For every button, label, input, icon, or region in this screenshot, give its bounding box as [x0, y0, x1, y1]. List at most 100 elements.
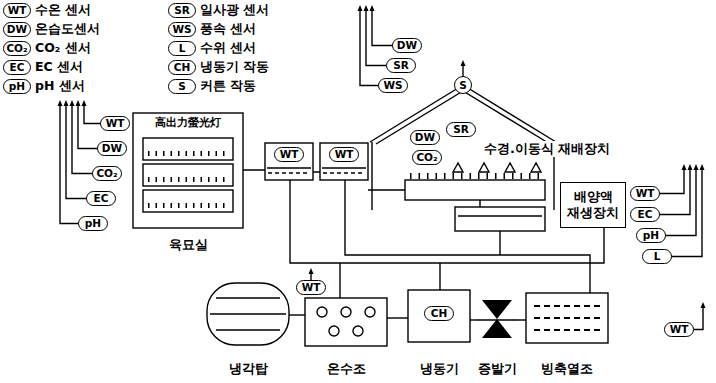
legend-text: 온습도센서: [35, 21, 100, 37]
symbol-code: L: [179, 43, 186, 54]
node-text: SR: [393, 60, 409, 71]
arrowheads: [58, 5, 706, 338]
sensor-badge: L: [642, 249, 672, 264]
refrigerator-badge: CH: [424, 306, 454, 321]
sensor-badge: DW: [392, 38, 422, 53]
nursery-room: 高出力螢光灯육묘실: [133, 113, 243, 253]
arrowhead: [461, 60, 466, 66]
arrowhead: [701, 302, 706, 308]
greenhouse-roof: [376, 91, 550, 144]
pipe-connector: [518, 319, 526, 320]
pipe: [340, 231, 500, 298]
node-text: CO₂: [416, 152, 437, 163]
node-text: WT: [302, 282, 321, 293]
node-text: DW: [397, 40, 417, 51]
legend-symbol: WT: [3, 3, 31, 18]
legend-text: 수위 센서: [200, 40, 256, 56]
water-tank: [265, 143, 313, 180]
symbol-code: EC: [10, 62, 25, 73]
nutrient-tank: [455, 207, 545, 231]
sensor-badge: EC: [86, 191, 116, 206]
legend-symbol: CH: [168, 60, 196, 75]
symbol-code: pH: [9, 81, 25, 92]
pipe: [290, 180, 604, 263]
sensor-badge: CO₂: [412, 150, 442, 165]
hot-water-tank-body: [305, 298, 387, 346]
node-text: EC: [94, 193, 109, 204]
legend-text: 일사광 센서: [200, 2, 269, 18]
plants: [410, 173, 540, 179]
refrigerator-body: [408, 290, 470, 342]
evaporator-fan: [482, 300, 512, 338]
evaporator: 증발기: [476, 296, 518, 377]
node-text: WT: [636, 188, 655, 199]
sensor-badge: WT: [100, 116, 130, 131]
sprinkler: [453, 163, 541, 172]
sensor-badge: WS: [378, 78, 408, 93]
sensor-badge: EC: [630, 207, 660, 222]
sensor-badge: pH: [636, 228, 666, 243]
ice-storage-body: [526, 293, 608, 343]
node-text: 배양액 재생장치: [565, 189, 621, 221]
legend-symbol: pH: [3, 79, 31, 94]
equipment-label: 온수조: [327, 361, 366, 377]
node-text: pH: [85, 218, 101, 229]
legend-symbol: S: [168, 79, 196, 94]
heater-coil: [317, 307, 327, 317]
node-text: EC: [638, 209, 653, 220]
legend-text: pH 센서: [35, 78, 85, 94]
shelf: [143, 138, 233, 160]
node-text: WT: [670, 324, 689, 335]
legend-symbol: CO₂: [3, 41, 31, 56]
seedlings: [148, 177, 228, 182]
legend-symbol: SR: [168, 3, 196, 18]
node-text: L: [654, 251, 661, 262]
legend-symbol: EC: [3, 60, 31, 75]
water-tank: [320, 143, 368, 180]
arrowhead: [358, 5, 375, 11]
node-text: WT: [280, 149, 299, 160]
sensor-badge: SR: [386, 58, 416, 73]
node-text: WS: [383, 80, 402, 91]
legend-symbol: L: [168, 41, 196, 56]
ice-storage-tank: 빙축열조: [526, 293, 608, 377]
symbol-code: S: [178, 81, 186, 92]
arrowhead: [682, 164, 705, 170]
seedlings: [148, 151, 228, 156]
heater-coil: [341, 307, 351, 317]
pipe: [345, 180, 590, 293]
legend-text: 수온 센서: [35, 2, 91, 18]
equipment-label: 냉동기: [420, 361, 459, 377]
line-art: [60, 11, 703, 346]
symbol-code: DW: [7, 24, 27, 35]
arrowhead: [58, 100, 87, 106]
sensor-badge: DW: [410, 130, 440, 145]
curtain-actuator: S: [454, 76, 472, 94]
equipment-label: 증발기: [478, 361, 517, 377]
cultivation-bed: [405, 180, 545, 200]
node-text: SR: [453, 124, 469, 135]
sensor-badge: CO₂: [92, 166, 122, 181]
legend-text: 냉동기 작동: [200, 59, 269, 75]
sensor-badge: pH: [78, 216, 108, 231]
node-text: S: [459, 80, 467, 91]
node-text: WT: [335, 149, 354, 160]
symbol-code: SR: [174, 5, 190, 16]
seedlings: [148, 203, 228, 208]
node-text: 高出力螢光灯: [155, 116, 221, 130]
node-text: DW: [102, 143, 122, 154]
sensor-badge: WT: [329, 147, 359, 162]
sensor-badge: SR: [446, 122, 476, 137]
symbol-code: CO₂: [6, 43, 27, 54]
sensor-badge: DW: [97, 141, 127, 156]
heater-coil: [365, 307, 375, 317]
pipe-connector: [289, 314, 305, 315]
shelf: [143, 164, 233, 186]
node-text: pH: [643, 230, 659, 241]
apparatus-label: 수경.이동식 재배장치: [482, 141, 612, 157]
hot-water-tank: 온수조: [305, 298, 387, 377]
legend-text: 커튼 작동: [200, 78, 256, 94]
shelf: [143, 190, 233, 212]
legend-symbol: DW: [3, 22, 31, 37]
